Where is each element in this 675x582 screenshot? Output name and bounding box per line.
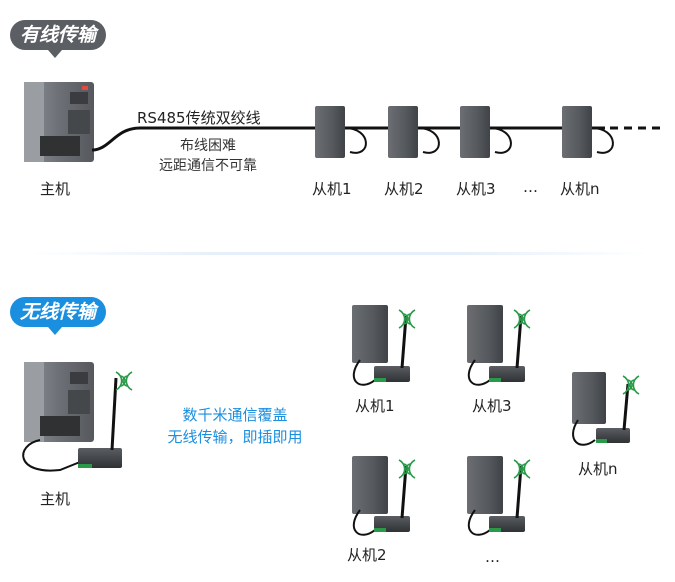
wired-slave-label-1: 从机1 <box>312 180 352 198</box>
wireless-master-label: 主机 <box>40 490 71 508</box>
rs485-bus-cable <box>91 126 605 152</box>
wired-slave-3-device <box>460 106 512 158</box>
wired-slave-2-device <box>388 106 440 158</box>
wireless-note-line2: 无线传输，即插即用 <box>167 428 303 446</box>
wired-slave-n-device <box>562 106 614 158</box>
wireless-slave-label-2: 从机2 <box>347 546 387 564</box>
wireless-note-line1: 数千米通信覆盖 <box>182 406 288 424</box>
wired-slave-ellipsis: … <box>523 178 538 196</box>
wireless-slave-1-device <box>352 305 416 386</box>
wireless-slave-label-n: 从机n <box>578 460 618 478</box>
wireless-slave-2-device <box>352 456 416 536</box>
wireless-slave-ellipsis-device <box>467 456 531 536</box>
wired-slave-1-device <box>315 106 367 158</box>
wired-note-line1: 布线困难 <box>180 138 236 154</box>
cable-label: RS485传统双绞线 <box>137 109 261 127</box>
wired-slave-label-n: 从机n <box>560 180 600 198</box>
wired-title: 有线传输 <box>20 24 97 46</box>
wireless-slave-label-1: 从机1 <box>355 397 395 415</box>
wireless-slave-ellipsis: … <box>485 548 500 566</box>
wireless-master-dtu <box>22 371 133 472</box>
wired-slave-label-2: 从机2 <box>384 180 424 198</box>
wireless-master-plc <box>24 362 94 442</box>
wired-master-label: 主机 <box>40 180 71 198</box>
wired-drawback-note: 布线困难 远距通信不可靠 <box>138 136 278 176</box>
wireless-title-badge: 无线传输 <box>10 297 107 335</box>
wireless-benefit-note: 数千米通信覆盖 无线传输，即插即用 <box>150 404 320 448</box>
wired-slave-label-3: 从机3 <box>456 180 496 198</box>
wired-title-badge: 有线传输 <box>10 20 107 58</box>
wired-master-plc <box>24 82 94 162</box>
section-divider <box>30 252 650 255</box>
wireless-slave-3-device <box>467 305 531 386</box>
wireless-slave-n-device <box>572 372 640 446</box>
wired-note-line2: 远距通信不可靠 <box>159 158 257 174</box>
wireless-title: 无线传输 <box>20 301 97 323</box>
wireless-slave-label-3: 从机3 <box>472 397 512 415</box>
